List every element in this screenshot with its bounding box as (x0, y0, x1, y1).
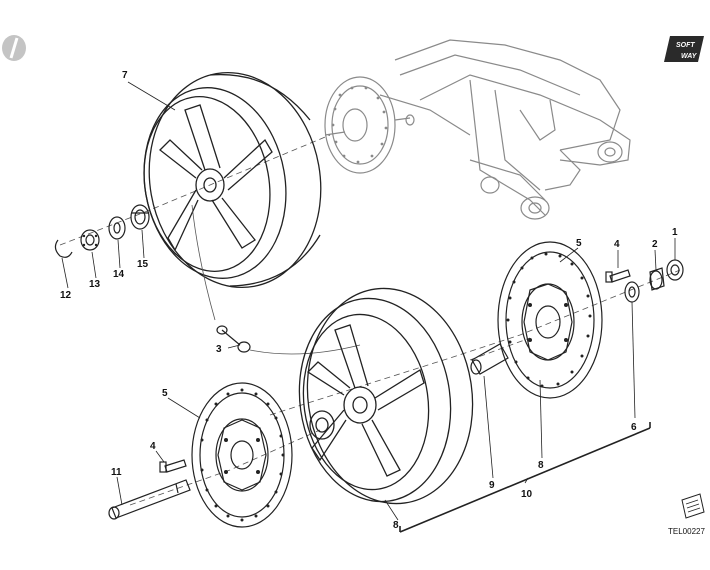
callout-8-right: 8 (538, 460, 544, 471)
valve-stem (191, 204, 361, 355)
callout-11: 11 (111, 467, 122, 478)
circlip-12 (54, 239, 73, 258)
callout-6: 6 (631, 422, 637, 433)
callout-4-right: 4 (614, 239, 620, 250)
callout-5-left: 5 (162, 388, 168, 399)
leader-lines (61, 81, 676, 533)
manual-badge-icon (2, 35, 26, 61)
logo-line2: WAY (681, 53, 698, 60)
front-disc-right (497, 241, 603, 399)
callout-3: 3 (216, 344, 222, 355)
callout-14: 14 (113, 269, 125, 280)
callout-labels: 7 1 2 4 5 6 8 9 10 3 4 5 11 8 12 13 14 1… (60, 70, 678, 531)
callout-4-left: 4 (150, 441, 156, 452)
callout-1: 1 (672, 227, 678, 238)
rear-wheel (143, 71, 322, 289)
callout-13: 13 (89, 279, 101, 290)
spacer-9 (470, 343, 509, 375)
callout-9: 9 (489, 480, 495, 491)
callout-12: 12 (60, 290, 72, 301)
callout-2: 2 (652, 239, 658, 250)
logo-line1: SOFT (676, 42, 695, 49)
callout-10: 10 (521, 489, 533, 500)
bolt-4-right (605, 269, 631, 283)
front-disc-left (191, 382, 293, 528)
swingarm-ghost (324, 39, 631, 220)
callout-15: 15 (137, 259, 149, 270)
rear-disc-holes (331, 86, 388, 164)
softway-logo-icon: SOFT WAY (664, 36, 704, 62)
front-axle-11 (108, 479, 191, 520)
callout-7: 7 (122, 70, 128, 81)
callout-5-right: 5 (576, 238, 582, 249)
front-disc-right-holes (506, 252, 592, 388)
front-disc-left-holes (200, 388, 285, 522)
page-corner-icon (681, 493, 705, 519)
right-hardware (624, 259, 684, 303)
rear-hardware (54, 204, 150, 258)
reference-code: TEL00227 (668, 527, 705, 536)
front-wheel (298, 287, 474, 505)
callout-8-left: 8 (393, 520, 399, 531)
bolt-4-left (159, 459, 187, 473)
